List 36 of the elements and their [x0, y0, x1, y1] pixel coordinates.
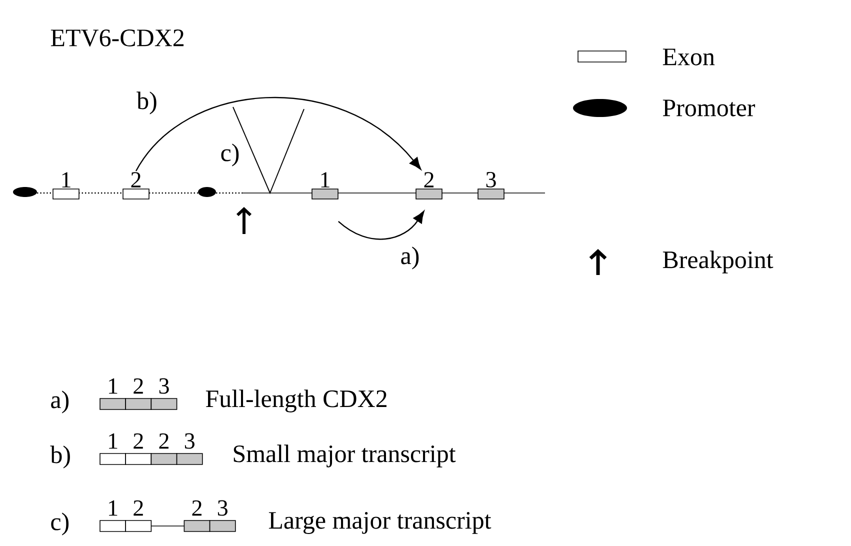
- edge-label: b): [136, 90, 158, 116]
- exon-number: 2: [134, 378, 143, 394]
- exon-box: 2: [416, 172, 442, 200]
- exon-number: 2: [192, 500, 202, 516]
- exon-number: 3: [218, 500, 228, 516]
- exon-number: 3: [184, 433, 194, 449]
- legend-label: Promoter: [662, 100, 756, 116]
- row-letter: c): [51, 512, 69, 536]
- node-label: 1: [321, 172, 330, 188]
- transcript-label: Small major transcript: [234, 444, 456, 468]
- node-label: 3: [486, 172, 496, 188]
- exon-number: 2: [134, 500, 143, 516]
- legend-label: Exon: [662, 48, 715, 66]
- callout-label: c): [221, 144, 239, 166]
- exon-number: 1: [109, 500, 118, 516]
- exon-number: 2: [134, 433, 143, 449]
- edge-label: a): [399, 246, 421, 270]
- exon-box: 1: [52, 172, 80, 200]
- node-label: 2: [424, 172, 434, 188]
- exon-number: 1: [109, 378, 118, 394]
- legend-label: Breakpoint: [662, 250, 774, 274]
- exon-number: 3: [159, 378, 169, 394]
- exon-number: 1: [109, 433, 118, 449]
- node-label: 1: [62, 172, 70, 188]
- exon-box: 3: [478, 172, 504, 200]
- row-letter: b): [50, 446, 70, 468]
- arrow: [338, 210, 424, 240]
- exon-box: 2: [122, 172, 150, 200]
- transcript-label: Full-length CDX2: [206, 390, 386, 412]
- transcript-label: Large major transcript: [268, 512, 492, 534]
- exon-box: 1: [312, 172, 338, 200]
- title: ETV6-CDX2: [50, 30, 184, 46]
- node-label: 2: [131, 172, 140, 188]
- arrow: [136, 97, 422, 172]
- row-letter: a): [51, 390, 69, 414]
- exon-number: 2: [159, 433, 168, 449]
